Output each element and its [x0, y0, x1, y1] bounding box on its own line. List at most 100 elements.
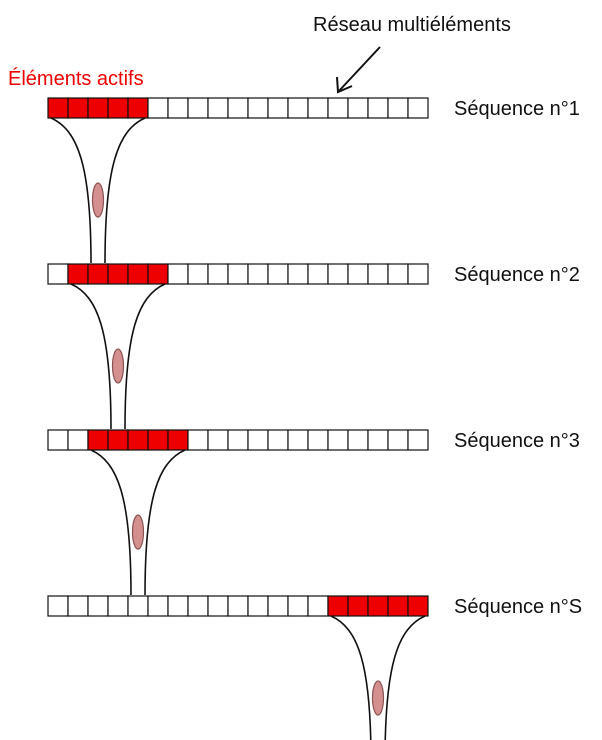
array-element-active — [107, 97, 129, 119]
sequence-label: Séquence n°1 — [454, 98, 580, 120]
array-element-active — [327, 595, 349, 617]
array-element — [407, 429, 429, 451]
array-element — [407, 263, 429, 285]
array-element — [147, 595, 169, 617]
array-element — [287, 263, 309, 285]
array-element-active — [347, 595, 369, 617]
array-element — [47, 263, 69, 285]
array-element — [287, 97, 309, 119]
array-element — [307, 97, 329, 119]
array-element-active — [147, 263, 169, 285]
array-element — [187, 429, 209, 451]
array-element — [207, 97, 229, 119]
array-element — [87, 595, 109, 617]
array-element-active — [107, 263, 129, 285]
array-element — [387, 97, 409, 119]
array-element — [187, 595, 209, 617]
array-element — [107, 595, 129, 617]
array-element-active — [127, 263, 149, 285]
array-element — [227, 595, 249, 617]
array-element — [187, 263, 209, 285]
array-element — [367, 97, 389, 119]
array-element — [387, 429, 409, 451]
array-element — [267, 429, 289, 451]
array-element — [247, 97, 269, 119]
array-element — [227, 429, 249, 451]
array-element — [327, 97, 349, 119]
sequence-row: Séquence n°1 — [47, 97, 580, 264]
array-element — [207, 263, 229, 285]
array-element-active — [87, 429, 109, 451]
array-element — [327, 429, 349, 451]
array-element — [367, 263, 389, 285]
array-element — [227, 263, 249, 285]
beam-edge-left — [90, 449, 132, 596]
array-element-active — [167, 429, 189, 451]
array-element-active — [127, 429, 149, 451]
array-element — [247, 595, 269, 617]
array-element-active — [87, 263, 109, 285]
array-label: Réseau multiéléments — [313, 14, 511, 36]
array-element — [287, 595, 309, 617]
array-element-active — [67, 97, 89, 119]
array-element — [207, 595, 229, 617]
array-element — [67, 595, 89, 617]
focal-spot — [91, 182, 105, 218]
array-element — [387, 263, 409, 285]
array-element — [347, 263, 369, 285]
focal-spot — [111, 348, 125, 384]
sequence-label: Séquence n°2 — [454, 264, 580, 286]
array-element — [167, 595, 189, 617]
sequence-label: Séquence n°3 — [454, 430, 580, 452]
array-element — [227, 97, 249, 119]
array-element — [47, 429, 69, 451]
array-element — [207, 429, 229, 451]
array-arrow — [336, 46, 381, 94]
array-element-active — [67, 263, 89, 285]
array-element-active — [407, 595, 429, 617]
active-elements-label: Éléments actifs — [8, 67, 144, 90]
beam-edge-left — [70, 283, 112, 430]
beam-edge-left — [330, 615, 372, 740]
array-element-active — [87, 97, 109, 119]
array-element — [247, 263, 269, 285]
beam-edge-right — [124, 283, 166, 430]
array-element — [247, 429, 269, 451]
beam-edge-right — [104, 117, 146, 264]
array-element — [167, 263, 189, 285]
array-element — [187, 97, 209, 119]
array-element — [167, 97, 189, 119]
sequence-row: Séquence n°2 — [47, 263, 580, 430]
array-element — [347, 429, 369, 451]
array-element-active — [127, 97, 149, 119]
focal-spot — [131, 514, 145, 550]
array-element — [307, 429, 329, 451]
sequence-label: Séquence n°S — [454, 596, 582, 618]
array-element-active — [147, 429, 169, 451]
array-element — [127, 595, 149, 617]
array-element — [307, 595, 329, 617]
beam-edge-right — [144, 449, 186, 596]
array-element — [407, 97, 429, 119]
focal-spot — [371, 680, 385, 716]
array-element — [367, 429, 389, 451]
array-element-active — [367, 595, 389, 617]
array-element — [147, 97, 169, 119]
array-element — [347, 97, 369, 119]
array-element-active — [387, 595, 409, 617]
sequence-row: Séquence n°3 — [47, 429, 580, 596]
array-element — [307, 263, 329, 285]
beam-edge-right — [384, 615, 426, 740]
beam-edge-left — [50, 117, 92, 264]
array-element-active — [47, 97, 69, 119]
array-element — [47, 595, 69, 617]
array-element — [287, 429, 309, 451]
array-element-active — [107, 429, 129, 451]
array-element — [67, 429, 89, 451]
array-element — [267, 595, 289, 617]
sequence-row: Séquence n°S — [47, 595, 582, 740]
array-element — [267, 263, 289, 285]
array-element — [327, 263, 349, 285]
array-element — [267, 97, 289, 119]
